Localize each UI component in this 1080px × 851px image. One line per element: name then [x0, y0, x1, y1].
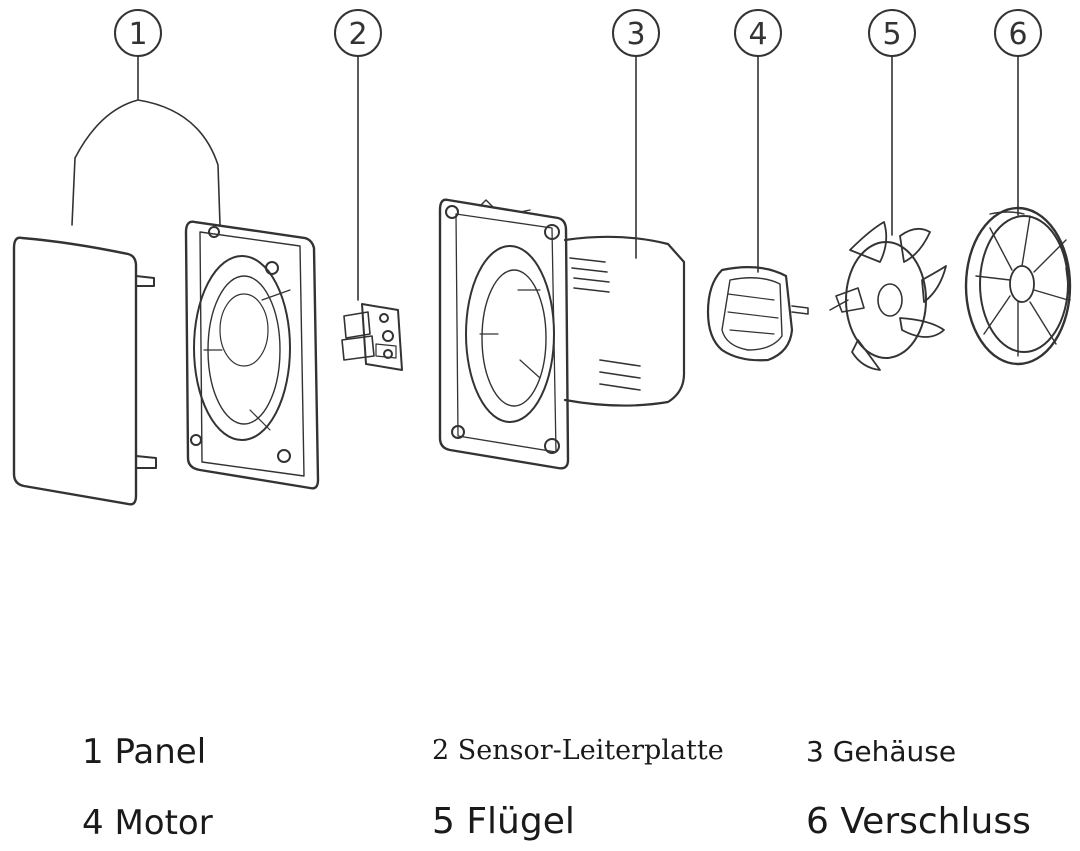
legend-housing: 3 Gehäuse — [806, 735, 957, 768]
callout-1-number: 1 — [128, 17, 147, 52]
callout-1 — [71, 9, 221, 226]
callout-6-number: 6 — [1008, 17, 1027, 52]
callout-3-number: 3 — [626, 17, 645, 52]
callout-4 — [734, 9, 782, 273]
callout-6 — [994, 9, 1042, 216]
part-impeller — [829, 221, 947, 371]
callout-2 — [334, 9, 382, 301]
callout-5-number: 5 — [882, 17, 901, 52]
legend-motor: 4 Motor — [82, 803, 213, 843]
legend-sensor-board: 2 Sensor-Leiterplatte — [432, 735, 724, 766]
part-panel-cover — [12, 236, 157, 506]
callout-3 — [612, 9, 660, 259]
part-shutter — [964, 206, 1072, 366]
callout-5 — [868, 9, 916, 236]
part-sensor-board — [341, 303, 403, 371]
part-motor — [706, 266, 809, 362]
legend-panel: 1 Panel — [82, 732, 207, 772]
part-panel-frame — [184, 220, 320, 490]
exploded-view-diagram: 1 2 3 4 5 6 — [12, 9, 1072, 506]
legend-shutter: 6 Verschluss — [806, 801, 1031, 842]
callout-4-number: 4 — [748, 17, 767, 52]
legend-impeller: 5 Flügel — [432, 801, 575, 842]
callout-2-number: 2 — [348, 17, 367, 52]
part-housing — [438, 198, 686, 470]
